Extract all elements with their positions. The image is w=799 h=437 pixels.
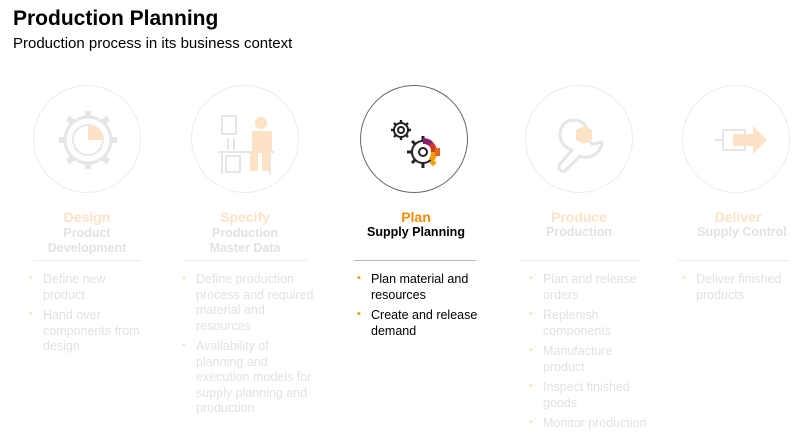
page-title: Production Planning [13, 7, 219, 30]
step-bullets: Deliver finished products [682, 271, 794, 308]
step-icon-circle [191, 85, 299, 193]
delivery-arrow-icon [715, 126, 767, 154]
step-subtitle: Supply Control [697, 225, 787, 239]
step-subtitle: Production [212, 226, 278, 240]
step-bullets: Define new product Hand over components … [29, 271, 141, 360]
step-subtitle: Supply Planning [367, 225, 465, 239]
list-item: Manufacture product [529, 343, 655, 375]
step-subtitle: Production [546, 225, 612, 239]
list-item: Create and release demand [357, 307, 481, 339]
step-bullets: Plan and release orders Replenish compon… [529, 271, 655, 437]
step-divider [183, 260, 307, 261]
step-name: Plan [401, 209, 431, 225]
step-subtitle: Product [63, 226, 111, 240]
list-item: Plan material and resources [357, 271, 481, 303]
step-divider [678, 260, 790, 261]
list-item: Define production process and required m… [182, 271, 314, 334]
list-item: Monitor production [529, 415, 655, 432]
step-name: Design [63, 209, 111, 225]
step-subtitle-line2: Development [47, 241, 127, 255]
list-item: Define new product [29, 271, 141, 303]
list-item: Replenish components [529, 307, 655, 339]
step-icon-circle [682, 85, 790, 193]
page-subtitle: Production process in its business conte… [13, 35, 293, 52]
step-icon-circle [33, 85, 141, 193]
step-name: Produce [550, 209, 607, 225]
step-icon-circle [525, 85, 633, 193]
step-divider [33, 260, 141, 261]
list-item: Plan and release orders [529, 271, 655, 303]
step-divider [519, 260, 641, 261]
step-icon-circle [360, 85, 468, 193]
list-item: Availability of planning and execution m… [182, 338, 314, 417]
wrench-icon [557, 118, 604, 173]
step-subtitle-line2: Master Data [209, 241, 281, 255]
list-item: Hand over components from design [29, 307, 141, 355]
gear-icon [59, 111, 117, 169]
step-name: Deliver [714, 209, 762, 225]
step-bullets: Define production process and required m… [182, 271, 314, 422]
gears-icon [391, 120, 440, 168]
list-item: Inspect finished goods [529, 379, 655, 411]
list-item: Deliver finished products [682, 271, 794, 303]
step-divider [354, 260, 476, 261]
step-name: Specify [220, 209, 270, 225]
workbench-icon [218, 115, 274, 174]
step-bullets: Plan material and resources Create and r… [357, 271, 481, 344]
